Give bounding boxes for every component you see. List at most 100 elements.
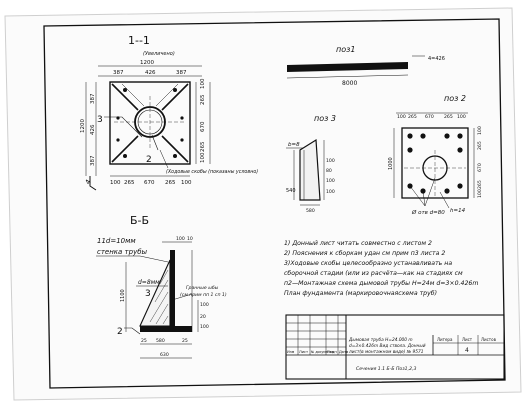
pos3-view: поз 3 b=8 540 100 80 100 100 580 (286, 114, 336, 214)
cut-marker-label-4: 4 (84, 178, 93, 186)
bb-dim-right-3: 100 (200, 324, 209, 330)
section-b-b: Б-Б 11d=10мм стенка трубы 100 10 d=8мм 3… (96, 214, 227, 359)
pos2-dim-right-4: 265 (477, 180, 483, 189)
pos3-dim-bottom: 580 (306, 208, 315, 214)
notes-block: 1) Донный лист читать совместно с листом… (284, 240, 478, 297)
dim-left-3: 387 (90, 155, 96, 166)
pos2-thickness-label: h=14 (450, 208, 466, 214)
dim-top-2: 426 (145, 70, 156, 76)
bb-gusset-note-2: (см прим пп 1 сп 1) (180, 292, 227, 298)
pos1-dim-length: 8000 (342, 80, 357, 87)
bb-dim-top-1: 100 (176, 236, 185, 242)
note-line-1: 1) Донный лист читать совместно с листом… (284, 240, 432, 247)
pos2-dim-top-4: 265 (444, 114, 453, 120)
role-label-5: Дата (339, 350, 348, 354)
bb-base-plate (140, 326, 192, 332)
pos1-view: поз1 8000 4=426 (286, 45, 445, 87)
pos2-dim-right-1: 100 (477, 126, 483, 135)
pos3-dim-right-4: 100 (326, 189, 335, 195)
bb-dim-bottom-1: 25 (141, 338, 147, 344)
bb-pipe-wall (170, 250, 175, 332)
note-line-4: сборочной стадии (или из расчёта—как на … (284, 269, 463, 277)
tb-sheet-header: Лист (462, 337, 473, 342)
bb-gusset-note-1: Гранные ыбы (186, 285, 219, 291)
dim-bottom-4: 265 (165, 180, 176, 186)
pos2-dim-right-3: 670 (477, 163, 483, 172)
tb-description-2: d=3×0.426m Вид ствола. Донный (349, 343, 426, 349)
tb-sheet-value: 4 (465, 347, 469, 354)
role-label-2: Лист (299, 350, 308, 354)
bb-dim-right-2: 20 (200, 314, 206, 320)
dim-bottom-5: 100 (181, 180, 192, 186)
role-label-1: Изм (287, 350, 295, 354)
bb-dim-bottom-2: 580 (156, 338, 165, 344)
title-block-text: Изм Лист № документа Подп Дата Дымовая т… (287, 337, 497, 372)
pos2-dim-top-1: 100 (397, 114, 406, 120)
dim-left-overall: 1200 (80, 119, 86, 133)
bb-dim-left: 1100 (120, 289, 126, 302)
section-1-1-subtitle: (Увеличено) (143, 51, 175, 57)
dim-right-2: 265 (200, 94, 206, 105)
dim-top-overall: 1200 (140, 60, 154, 66)
dim-left-1: 387 (90, 93, 96, 104)
bb-hatching (149, 269, 169, 325)
note-line-6: План фундамента (маркировочнаясхема труб… (284, 289, 437, 297)
pos1-title: поз1 (336, 45, 355, 54)
section-1-1-label-3: 3 (97, 115, 103, 125)
pos3-gusset (299, 138, 321, 201)
bb-label-2: 2 (117, 327, 123, 337)
pos2-dim-top-5: 100 (457, 114, 466, 120)
dim-bottom-3: 670 (144, 180, 155, 186)
note-line-2: 2) Пояснения к сборкам удан см прим п3 л… (284, 249, 445, 257)
note-line-3: 3)Ходовые скобы целесообразно устанавлив… (284, 259, 452, 267)
bb-dim-top-2: 10 (187, 236, 193, 242)
pos1-dim-thickness: 4=426 (428, 56, 445, 62)
dim-top-1: 387 (113, 70, 124, 76)
pos3-dim-right-1: 100 (326, 158, 335, 164)
pos2-dim-right-2: 265 (477, 141, 483, 150)
base-plate (109, 81, 191, 165)
pos3-title: поз 3 (314, 114, 336, 123)
note-line-5: п2—Монтажная схема дымовой трубы H=24м d… (284, 279, 478, 287)
pos3-dim-right-2: 80 (326, 168, 332, 174)
dim-left-2: 426 (90, 124, 96, 135)
pos2-dim-left: 1000 (388, 157, 394, 170)
pos2-title: поз 2 (444, 94, 466, 103)
tb-stage-header: Литера (437, 337, 453, 342)
dim-right-3: 670 (200, 121, 206, 132)
section-1-1: 1--1 (Увеличено) 1200 387 426 387 1200 3… (80, 34, 258, 191)
section-b-b-note-1: 11d=10мм (97, 237, 136, 245)
tb-bottom-line: Сечения 1.1 Б-Б Поз1,2,3 (356, 366, 416, 372)
frame-border (43, 18, 506, 389)
dim-bottom-2: 265 (124, 180, 135, 186)
bb-dim-bottom-3: 25 (182, 338, 188, 344)
tb-sheets-header: Листов (481, 337, 497, 342)
bb-dim-bottom-4: 630 (160, 352, 169, 358)
pos2-dim-right-5: 100 (477, 189, 483, 198)
pos3-dim-right-3: 100 (326, 178, 335, 184)
pos3-thickness-label: b=8 (288, 142, 300, 148)
title-block (285, 314, 505, 380)
dim-right-4: 265 (200, 141, 206, 152)
weld-note: (Ходовые скобы (показаны условно) (166, 169, 258, 175)
dim-right-1: 100 (200, 78, 206, 89)
pos2-dim-top-3: 670 (425, 114, 434, 120)
pos2-hole-label: Ø отв d=80 (411, 209, 445, 216)
pos2-dim-top-2: 265 (408, 114, 417, 120)
pos3-dim-left: 540 (286, 188, 296, 194)
dim-bottom-1: 100 (110, 180, 121, 186)
section-1-1-label-2: 2 (146, 155, 152, 165)
bb-label-3: 3 (145, 289, 151, 299)
role-label-3: № документа (311, 350, 334, 354)
role-label-4: Подп (327, 350, 337, 354)
tb-description-1: Дымовая труба H=24.000 m (348, 337, 413, 343)
pos2-view: поз 2 100 265 670 265 100 Ø отв d=80 h=1… (388, 94, 483, 216)
section-1-1-title: 1--1 (128, 34, 150, 47)
dim-top-3: 387 (176, 70, 187, 76)
tb-description-3: лист(в монтажном виде) № 9571 (348, 349, 424, 355)
pos2-plate (401, 127, 469, 199)
bb-dim-right-1: 100 (200, 302, 209, 308)
section-b-b-note-2: стенка трубы (97, 248, 148, 256)
dim-right-5: 100 (200, 152, 206, 163)
